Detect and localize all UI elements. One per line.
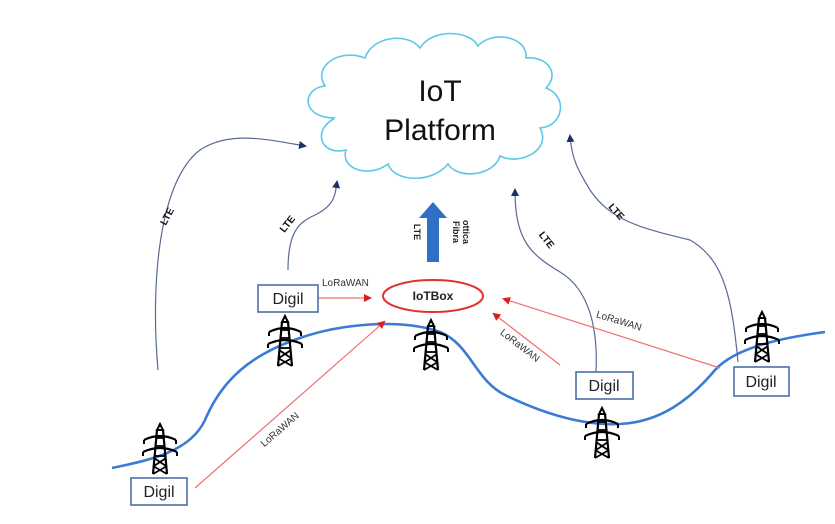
lte-link-1-label: LTE (159, 206, 177, 227)
uplink-ottica-label: ottica (461, 220, 471, 245)
iotbox-ellipse[interactable] (382, 279, 484, 313)
lte-link-4-label: LTE (606, 202, 627, 223)
lte-link-4 (566, 134, 739, 363)
digil-label: Digil (745, 374, 776, 391)
lorawan-link-2 (194, 320, 386, 489)
digil-label: Digil (588, 378, 619, 395)
lorawan-link-4 (502, 297, 721, 369)
digil-device-4[interactable]: Digil (733, 366, 790, 397)
tower-icon (743, 310, 781, 364)
tower-icon (266, 314, 304, 368)
lte-link-1 (154, 137, 307, 371)
uplink-lte-label: LTE (412, 224, 422, 240)
uplink-fibra-label: Fibra (451, 221, 461, 244)
tower-icon (141, 422, 179, 476)
lorawan-link-3 (492, 312, 561, 366)
lte-link-2 (287, 180, 341, 271)
platform-title-line1: IoT (418, 75, 461, 108)
lte-link-3-label: LTE (536, 230, 556, 251)
lorawan-link-2-label: LoRaWAN (259, 411, 302, 450)
tower-icon (583, 406, 621, 460)
iotbox-label: IoTBox (413, 289, 454, 303)
digil-label: Digil (272, 291, 303, 308)
lte-link-3 (511, 188, 597, 373)
platform-title-line2: Platform (384, 114, 496, 147)
digil-label: Digil (143, 484, 174, 501)
cloud-shape (307, 32, 562, 180)
digil-device-3[interactable]: Digil (575, 371, 634, 400)
uplink-arrow (419, 202, 447, 262)
lorawan-link-1-label: LoRaWAN (322, 278, 369, 289)
digil-device-2[interactable]: Digil (130, 477, 188, 506)
terrain-line (111, 322, 826, 470)
digil-device-1[interactable]: Digil (257, 284, 319, 313)
